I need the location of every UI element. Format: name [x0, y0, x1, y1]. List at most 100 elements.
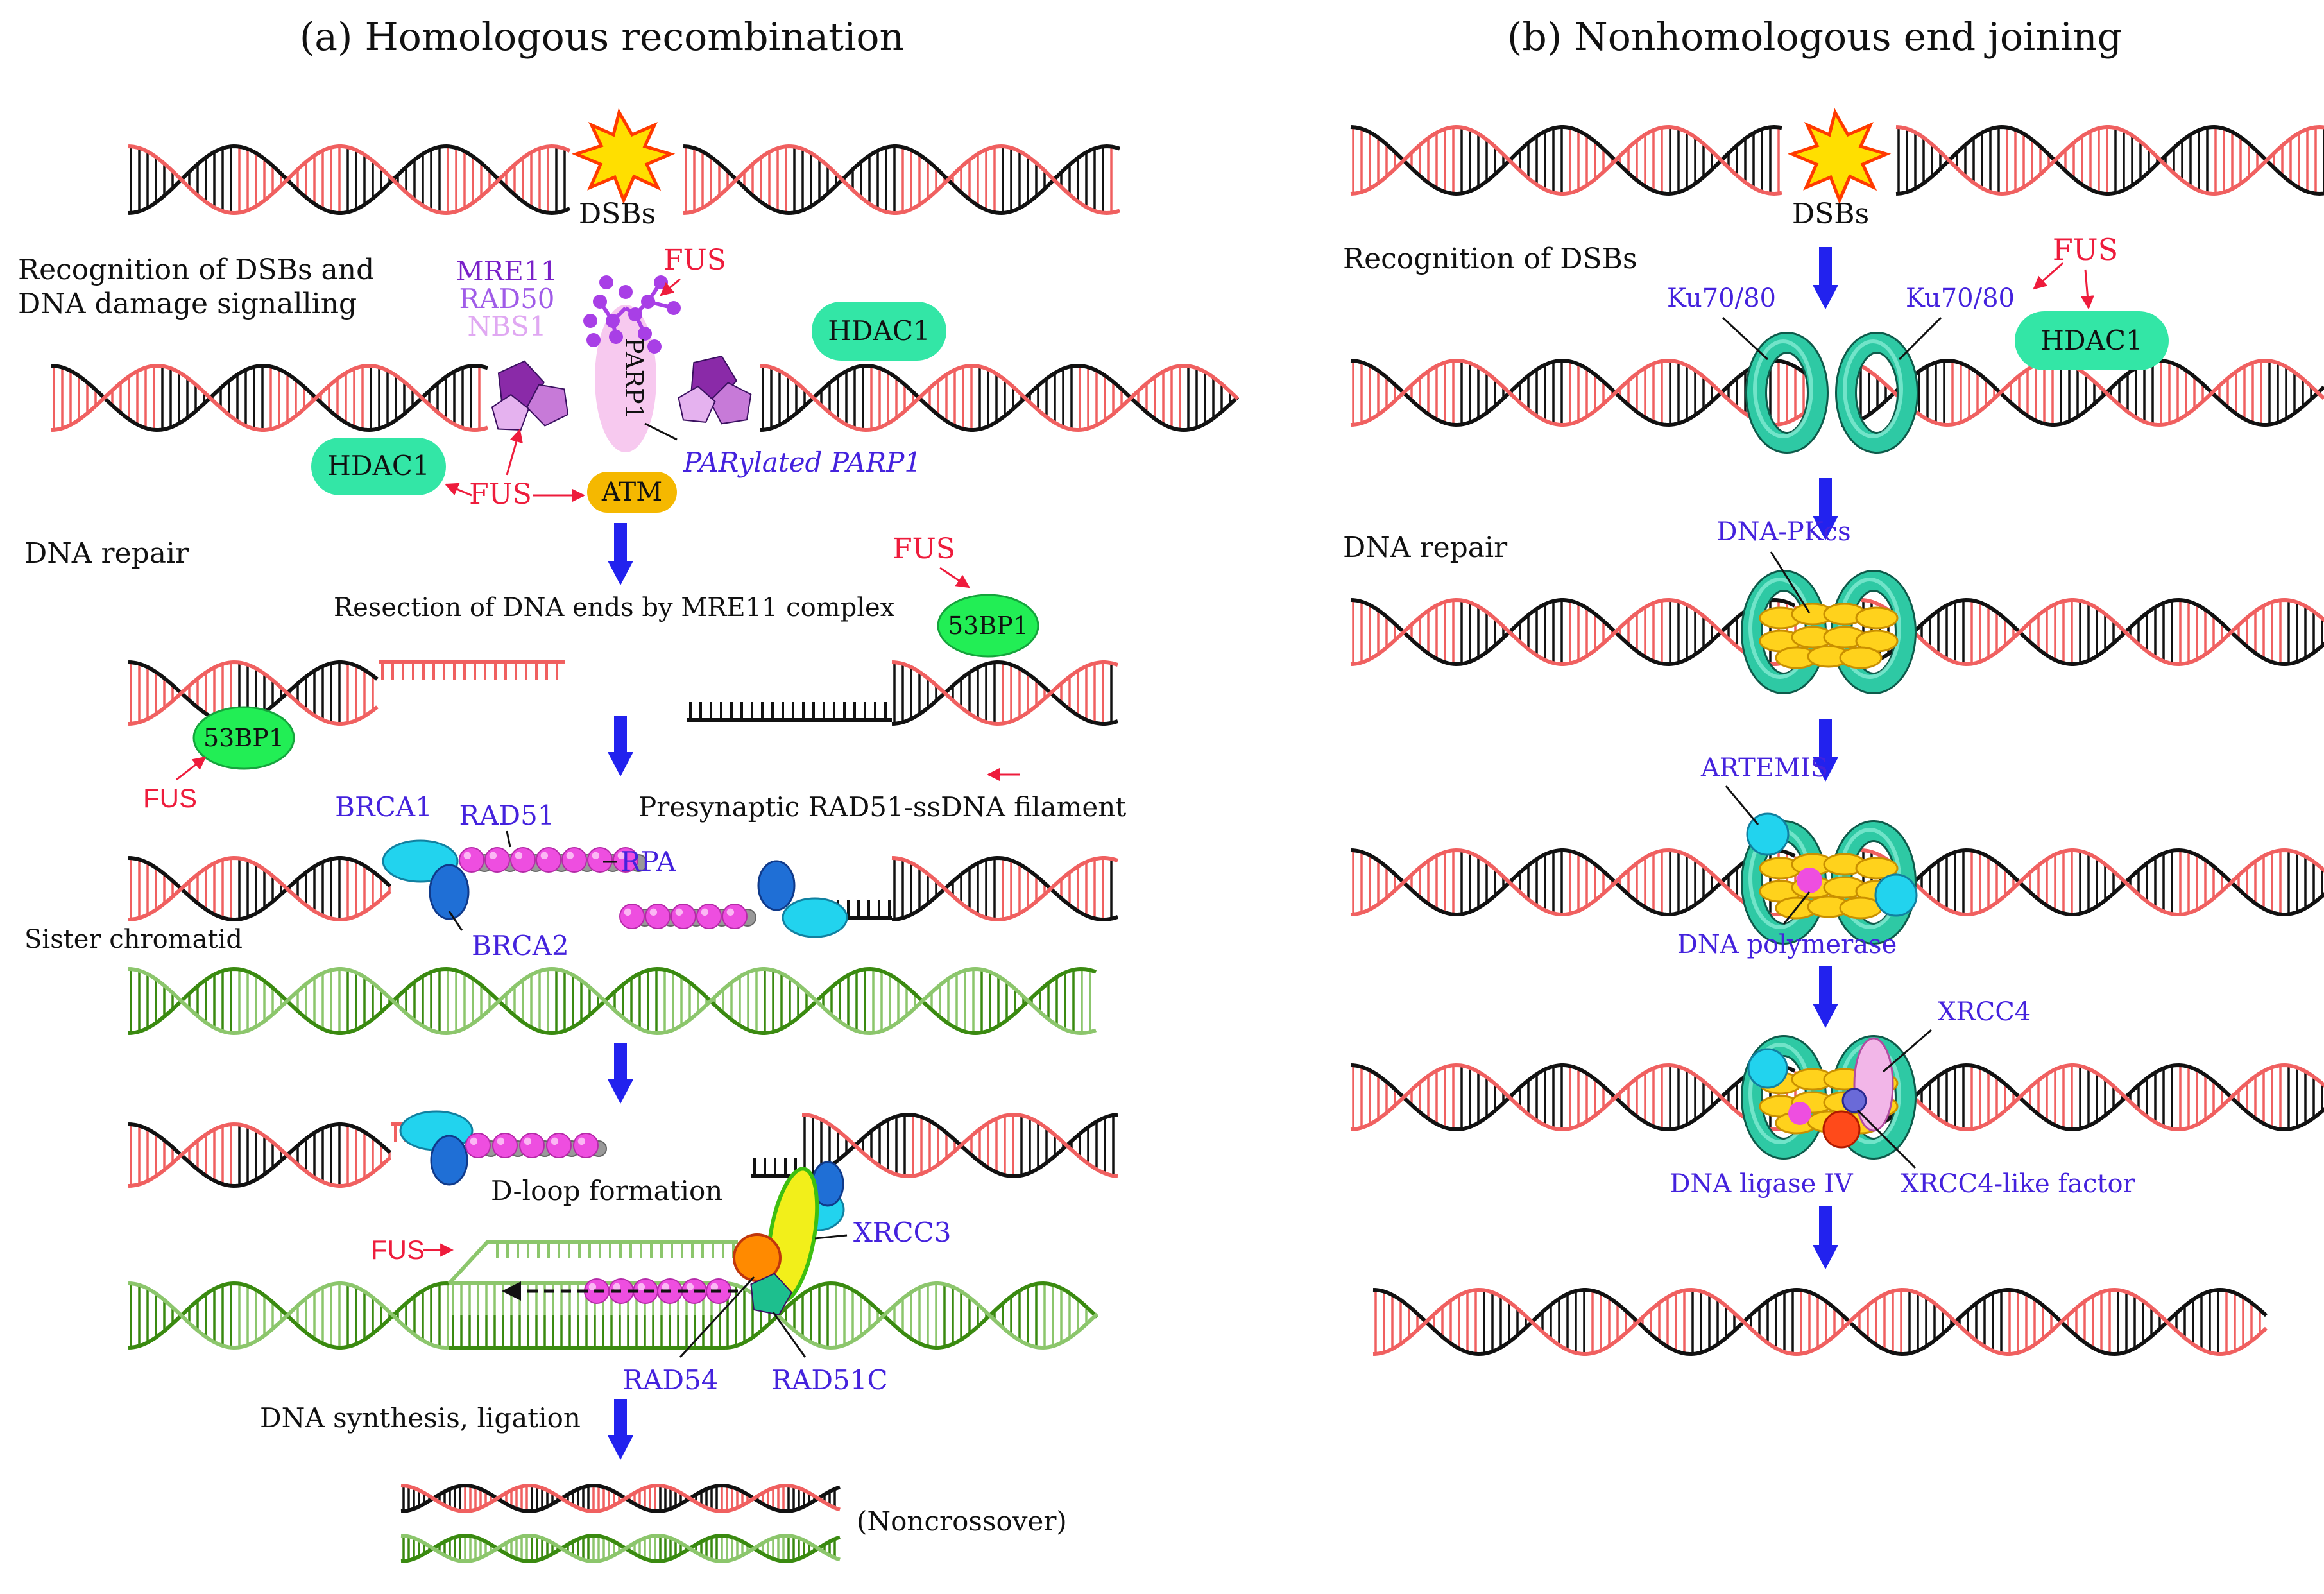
- rad51c-icon: [750, 1273, 793, 1316]
- rad51-monomer: [613, 847, 638, 873]
- rad51-monomer: [696, 904, 722, 929]
- dsb-label: DSBs: [579, 198, 656, 230]
- fus-to-mrn-arrow: [506, 428, 523, 476]
- nhej-arrow-3: [1813, 719, 1838, 782]
- xlf-icon: [1841, 1088, 1867, 1113]
- bp53-bubble: [937, 594, 1039, 658]
- rad51-monomer: [459, 847, 484, 873]
- ku70-80-left: [1745, 332, 1829, 454]
- rad54-label: RAD54: [622, 1364, 718, 1396]
- process-arrows: [176, 247, 2094, 1460]
- fus-to-parp1-arrow: [660, 278, 681, 296]
- dna-left-intact: [128, 144, 571, 216]
- nhej-dna-right: [1895, 124, 2324, 196]
- rad51-monomer: [561, 847, 587, 873]
- fus-label: FUS: [663, 244, 726, 277]
- artemis-label: ARTEMIS: [1700, 753, 1828, 783]
- dna-pkcs-leader: [1770, 551, 1811, 613]
- rad51-label: RAD51: [459, 800, 554, 831]
- nhej-dna-artemis-right: [1860, 848, 2324, 917]
- artemis-icon: [1874, 873, 1918, 917]
- product-dna-bottom: [400, 1533, 841, 1564]
- nhej-dna-ligase-right: [1860, 1063, 2324, 1132]
- dna-ligase-iv-icon: [1822, 1110, 1861, 1149]
- rad51c-label: RAD51C: [771, 1364, 887, 1396]
- rad51-monomer: [619, 904, 645, 929]
- nbs1-icon: [491, 393, 530, 431]
- nhej-recognition-label: Recognition of DSBs: [1343, 243, 1637, 275]
- rad51-monomer: [573, 1133, 599, 1158]
- resection-label: Resection of DNA ends by MRE11 complex: [334, 593, 895, 622]
- artemis-leader: [1725, 785, 1759, 825]
- fus-to-ku-arrow: [2033, 262, 2063, 290]
- nhej-dna-artemis-left: [1350, 848, 1797, 917]
- ku-label: Ku70/80: [1906, 284, 2015, 313]
- nhej-dna-left: [1350, 124, 1782, 196]
- bp53-label: 53BP1: [948, 612, 1029, 640]
- rad51-monomer: [492, 1133, 518, 1158]
- artemis-icon: [1747, 1048, 1788, 1089]
- par-chain-dot: [586, 333, 601, 347]
- rad51-monomer: [645, 904, 671, 929]
- presynaptic-label: Presynaptic RAD51-ssDNA filament: [638, 791, 1126, 823]
- dsb-burst-icon: [571, 108, 676, 205]
- brca2-icon: [757, 860, 796, 911]
- xlf-label: XRCC4-like factor: [1901, 1169, 2135, 1199]
- nhej-arrow-4: [1813, 966, 1838, 1028]
- dna-right-intact: [683, 144, 1120, 216]
- fus-to-hdac1-arrow: [2080, 269, 2094, 310]
- sister-chromatid-label: Sister chromatid: [24, 925, 243, 954]
- panel-b-title: (b) Nonhomologous end joining: [1507, 15, 2122, 60]
- recognition-label-2: DNA damage signalling: [18, 287, 357, 320]
- dsb-label: DSBs: [1792, 198, 1869, 230]
- nhej-dna-pkcs-right: [1860, 597, 2324, 667]
- hdac1-bubble: [2015, 311, 2169, 370]
- rad50-icon: [709, 382, 752, 425]
- arrow-to-resection: [608, 523, 633, 585]
- hdac1-label: HDAC1: [327, 450, 430, 481]
- fus-to-53bp1-arrow: [176, 756, 207, 781]
- dna-pkcs-label: DNA-PKcs: [1716, 517, 1850, 547]
- sister-dloop-left: [128, 1281, 450, 1350]
- fus-label: FUS: [371, 1235, 425, 1265]
- dna-dloop-right: [801, 1112, 1118, 1179]
- brca2-icon: [429, 864, 470, 920]
- rpa-label: RPA: [620, 846, 676, 877]
- ssdna-right-overhang: [687, 702, 892, 722]
- rad50-icon: [526, 384, 569, 427]
- dna-resected-right: [891, 660, 1118, 726]
- arrow-to-product: [608, 1399, 633, 1460]
- rad51-monomer: [519, 1133, 545, 1158]
- sister-dloop-right: [724, 1281, 1099, 1350]
- fus-to-53bp1-arrow: [939, 567, 970, 588]
- hdac1-bubble: [812, 302, 946, 361]
- hdac1-bubble: [311, 438, 446, 495]
- rad51c-leader: [772, 1312, 807, 1358]
- xrcc4-icon: [1853, 1037, 1894, 1132]
- rad51-monomer: [465, 1133, 491, 1158]
- recognition-label-1: Recognition of DSBs and: [18, 253, 374, 286]
- ku70-80-right: [1835, 332, 1918, 454]
- parylated-leader: [644, 422, 678, 441]
- rad51-monomer: [546, 1133, 572, 1158]
- polymerase-label: DNA polymerase: [1677, 930, 1897, 959]
- ku-label: Ku70/80: [1667, 284, 1776, 313]
- par-chain: [598, 281, 674, 338]
- brca2-icon: [430, 1135, 468, 1186]
- rad50-label: RAD50: [459, 283, 554, 314]
- rad51-monomer: [536, 847, 561, 873]
- hdac1-label: HDAC1: [828, 315, 930, 347]
- rad51-monomer: [671, 904, 696, 929]
- xrcc3-label: XRCC3: [853, 1217, 952, 1248]
- synthesis-label: DNA synthesis, ligation: [260, 1402, 581, 1434]
- sister-dloop-middle: [449, 1281, 725, 1350]
- dloop-label: D-loop formation: [491, 1175, 722, 1206]
- fus-label: FUS: [893, 533, 955, 565]
- nbs1-icon: [678, 385, 716, 423]
- dna-filament-left: [128, 855, 392, 922]
- dna-filament-right: [891, 855, 1118, 922]
- parylated-parp1-label: PARylated PARP1: [683, 447, 921, 478]
- dna-polymerase-icon: [1788, 1102, 1811, 1125]
- dna-pkcs-icon: [1759, 603, 1899, 669]
- dna-dloop-left: [128, 1122, 392, 1188]
